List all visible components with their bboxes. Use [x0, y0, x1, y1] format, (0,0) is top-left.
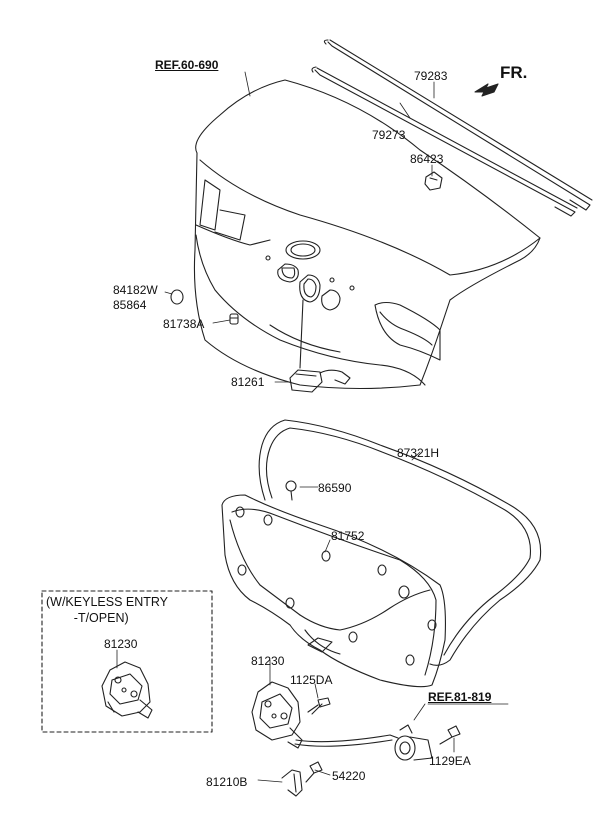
keyless-entry-note: (W/KEYLESS ENTRY -T/OPEN)	[46, 595, 169, 625]
latch-keyless	[101, 661, 153, 719]
part-81738a-label[interactable]: 81738A	[163, 317, 205, 331]
part-1129ea-label[interactable]: 1129EA	[429, 754, 471, 768]
front-arrow-icon	[474, 83, 499, 97]
part-84182w-label[interactable]: 84182W	[113, 283, 158, 297]
rod-81210b	[281, 769, 303, 797]
part-1125da-label[interactable]: 1125DA	[290, 673, 333, 687]
plug-84182w	[170, 289, 184, 305]
bolt-1125da	[307, 697, 331, 715]
part-81230-keyless-label[interactable]: 81230	[104, 637, 138, 651]
part-87321h-label[interactable]: 87321H	[397, 446, 440, 460]
trunk-lid-panel	[193, 79, 541, 390]
bolt-1129ea	[439, 725, 461, 745]
part-85864-label[interactable]: 85864	[113, 298, 147, 312]
part-81752-label[interactable]: 81752	[331, 529, 365, 543]
part-86590-label[interactable]: 86590	[318, 481, 352, 495]
latch-81230	[251, 681, 399, 749]
part-54220-label[interactable]: 54220	[332, 769, 366, 783]
part-81210b-label[interactable]: 81210B	[206, 775, 248, 789]
switch-81261	[289, 299, 351, 393]
ref-81-819-label[interactable]: REF.81-819	[428, 690, 492, 704]
clip-86590	[285, 480, 297, 501]
bolt-54220	[305, 761, 323, 783]
front-direction-label: FR.	[500, 63, 528, 82]
lock-cylinder	[394, 724, 433, 761]
part-81261-label[interactable]: 81261	[231, 375, 265, 389]
part-79283-label[interactable]: 79283	[414, 69, 448, 83]
leader-lines	[116, 71, 509, 783]
torsion-bar-upper	[323, 39, 593, 211]
part-81230-label[interactable]: 81230	[251, 654, 285, 668]
ref-60-690-label[interactable]: REF.60-690	[155, 58, 219, 72]
keyless-entry-box	[41, 590, 213, 733]
bumper-81738a	[229, 313, 239, 325]
stopper-86423	[424, 171, 443, 191]
part-86423-label[interactable]: 86423	[410, 152, 444, 166]
torsion-bar-lower	[311, 66, 578, 217]
trim-panel-81752	[221, 494, 446, 688]
part-79273-label[interactable]: 79273	[372, 128, 406, 142]
weatherstrip-87321h	[258, 419, 542, 666]
